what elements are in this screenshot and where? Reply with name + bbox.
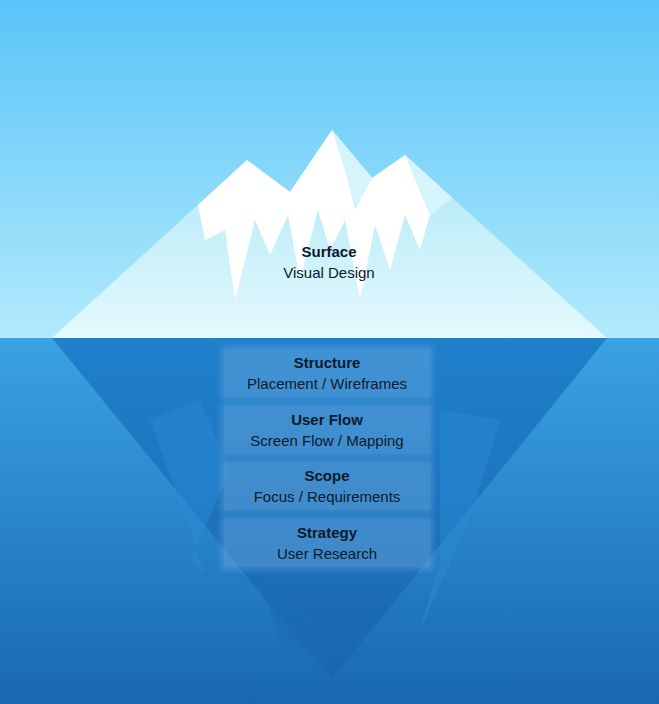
layer-detail: Visual Design [283, 262, 374, 283]
underwater-ice [52, 338, 607, 680]
layer-box: User FlowScreen Flow / Mapping [224, 406, 430, 454]
layer-detail: Focus / Requirements [254, 486, 401, 507]
layer-box: StructurePlacement / Wireframes [224, 349, 430, 397]
layer-title: Structure [294, 352, 361, 373]
layer-box: StrategyUser Research [224, 519, 430, 567]
snow-shade [332, 130, 372, 210]
ice-facet [260, 580, 331, 680]
ice-facet [150, 400, 230, 575]
layer-title: User Flow [291, 409, 363, 430]
snow-cap [198, 130, 452, 300]
layer-title: Surface [301, 241, 356, 262]
layer-detail: User Research [277, 543, 377, 564]
sky [0, 0, 659, 338]
layer-title: Strategy [297, 522, 357, 543]
layer-detail: Placement / Wireframes [247, 373, 407, 394]
layer-detail: Screen Flow / Mapping [250, 430, 403, 451]
layer-title: Scope [304, 465, 349, 486]
surface-label: SurfaceVisual Design [254, 238, 404, 286]
sea [0, 338, 659, 704]
iceberg-tip [52, 130, 607, 338]
snow-shade [405, 155, 452, 215]
ice-facet [420, 410, 500, 630]
layer-box: ScopeFocus / Requirements [224, 462, 430, 510]
